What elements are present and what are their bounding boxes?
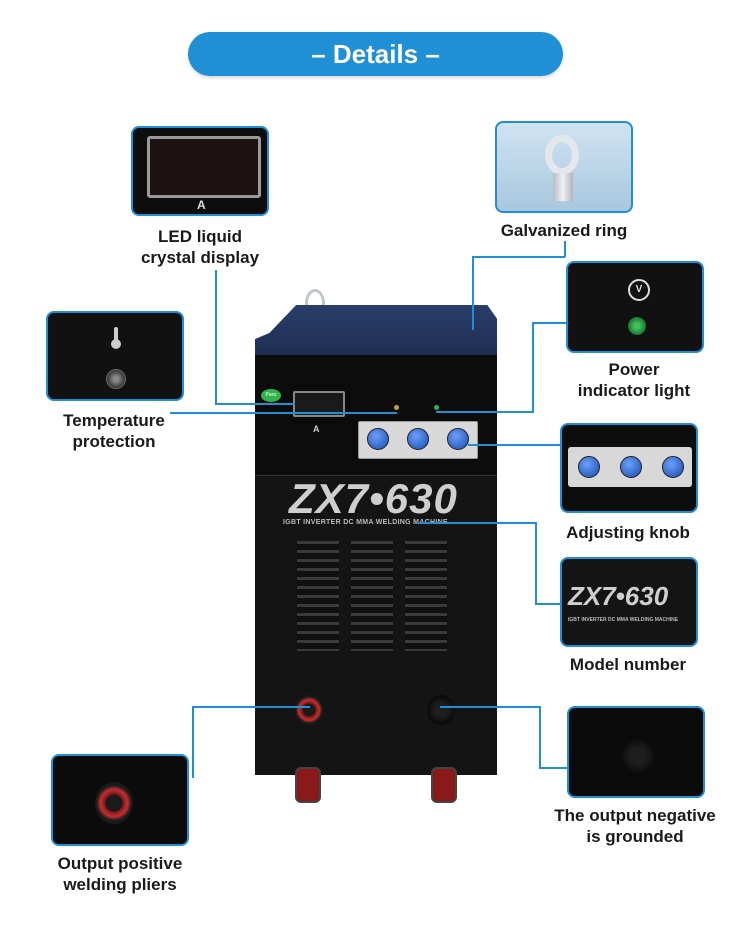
wheel-right xyxy=(431,767,457,803)
machine-knob-1 xyxy=(367,428,389,450)
vent xyxy=(405,541,447,651)
knob-icon xyxy=(620,456,642,478)
led-screen xyxy=(147,136,261,198)
machine-display-unit: A xyxy=(313,424,320,434)
connector-positive xyxy=(192,706,194,778)
connector-model xyxy=(418,522,536,524)
output-positive-thumb xyxy=(51,754,189,846)
galvanized-ring-thumb xyxy=(495,121,633,213)
connector-ring xyxy=(472,256,565,258)
connector-power xyxy=(532,322,568,324)
led-display-thumb: A xyxy=(131,126,269,216)
thermometer-icon xyxy=(114,327,118,341)
positive-terminal xyxy=(295,695,323,725)
led-unit-label: A xyxy=(197,198,206,212)
connector-positive xyxy=(192,706,310,708)
connector-power xyxy=(532,322,534,412)
connector-ring xyxy=(564,241,566,257)
adjusting-knob-thumb xyxy=(560,423,698,513)
machine-model-subtitle: IGBT INVERTER DC MMA WELDING MACHINE xyxy=(283,519,448,526)
pass-badge: Pass xyxy=(261,389,281,402)
connector-power xyxy=(436,411,534,413)
knob-plate-thumb xyxy=(568,447,692,487)
power-led-icon xyxy=(628,317,646,335)
galvanized-ring-label: Galvanized ring xyxy=(500,221,628,240)
knob-icon xyxy=(578,456,600,478)
adjusting-knob-label: Adjusting knob xyxy=(566,523,690,542)
welding-machine: Pass A ZX7•630 IGBT INVERTER DC MMA WELD… xyxy=(255,289,497,803)
header-title: – Details – xyxy=(311,38,440,69)
connector-model xyxy=(535,522,537,604)
positive-terminal-icon xyxy=(95,782,133,824)
voltage-icon: V xyxy=(628,279,650,301)
wheel-left xyxy=(295,767,321,803)
knob-icon xyxy=(662,456,684,478)
connector-negative xyxy=(440,706,540,708)
model-number-thumb: ZX7•630 IGBT INVERTER DC MMA WELDING MAC… xyxy=(560,557,698,647)
vent xyxy=(297,541,339,651)
temperature-thumb xyxy=(46,311,184,401)
connector-ring xyxy=(472,256,474,330)
connector-negative xyxy=(539,706,541,768)
machine-knob-3 xyxy=(447,428,469,450)
connector-led xyxy=(215,403,295,405)
thermometer-bulb xyxy=(111,339,121,349)
model-number-label: Model number xyxy=(569,655,687,674)
model-thumb-text: ZX7•630 xyxy=(568,581,669,611)
negative-terminal xyxy=(427,695,455,725)
machine-temp-led xyxy=(394,405,399,410)
negative-terminal-icon xyxy=(621,736,655,776)
machine-model: ZX7•630 xyxy=(289,475,458,522)
vent xyxy=(351,541,393,651)
machine-knob-2 xyxy=(407,428,429,450)
connector-temperature xyxy=(170,412,397,414)
connector-knob xyxy=(468,444,562,446)
ring-base xyxy=(553,173,573,201)
connector-negative xyxy=(539,767,569,769)
connector-model xyxy=(535,603,562,605)
details-header: – Details – xyxy=(188,32,563,76)
model-thumb-sub: IGBT INVERTER DC MMA WELDING MACHINE xyxy=(568,617,679,623)
power-light-thumb: V xyxy=(566,261,704,353)
machine-knob-plate xyxy=(358,421,478,459)
machine-power-led xyxy=(434,405,439,410)
connector-led xyxy=(215,270,217,404)
output-negative-thumb xyxy=(567,706,705,798)
ring-icon xyxy=(545,135,579,175)
temperature-led-icon xyxy=(106,369,126,389)
